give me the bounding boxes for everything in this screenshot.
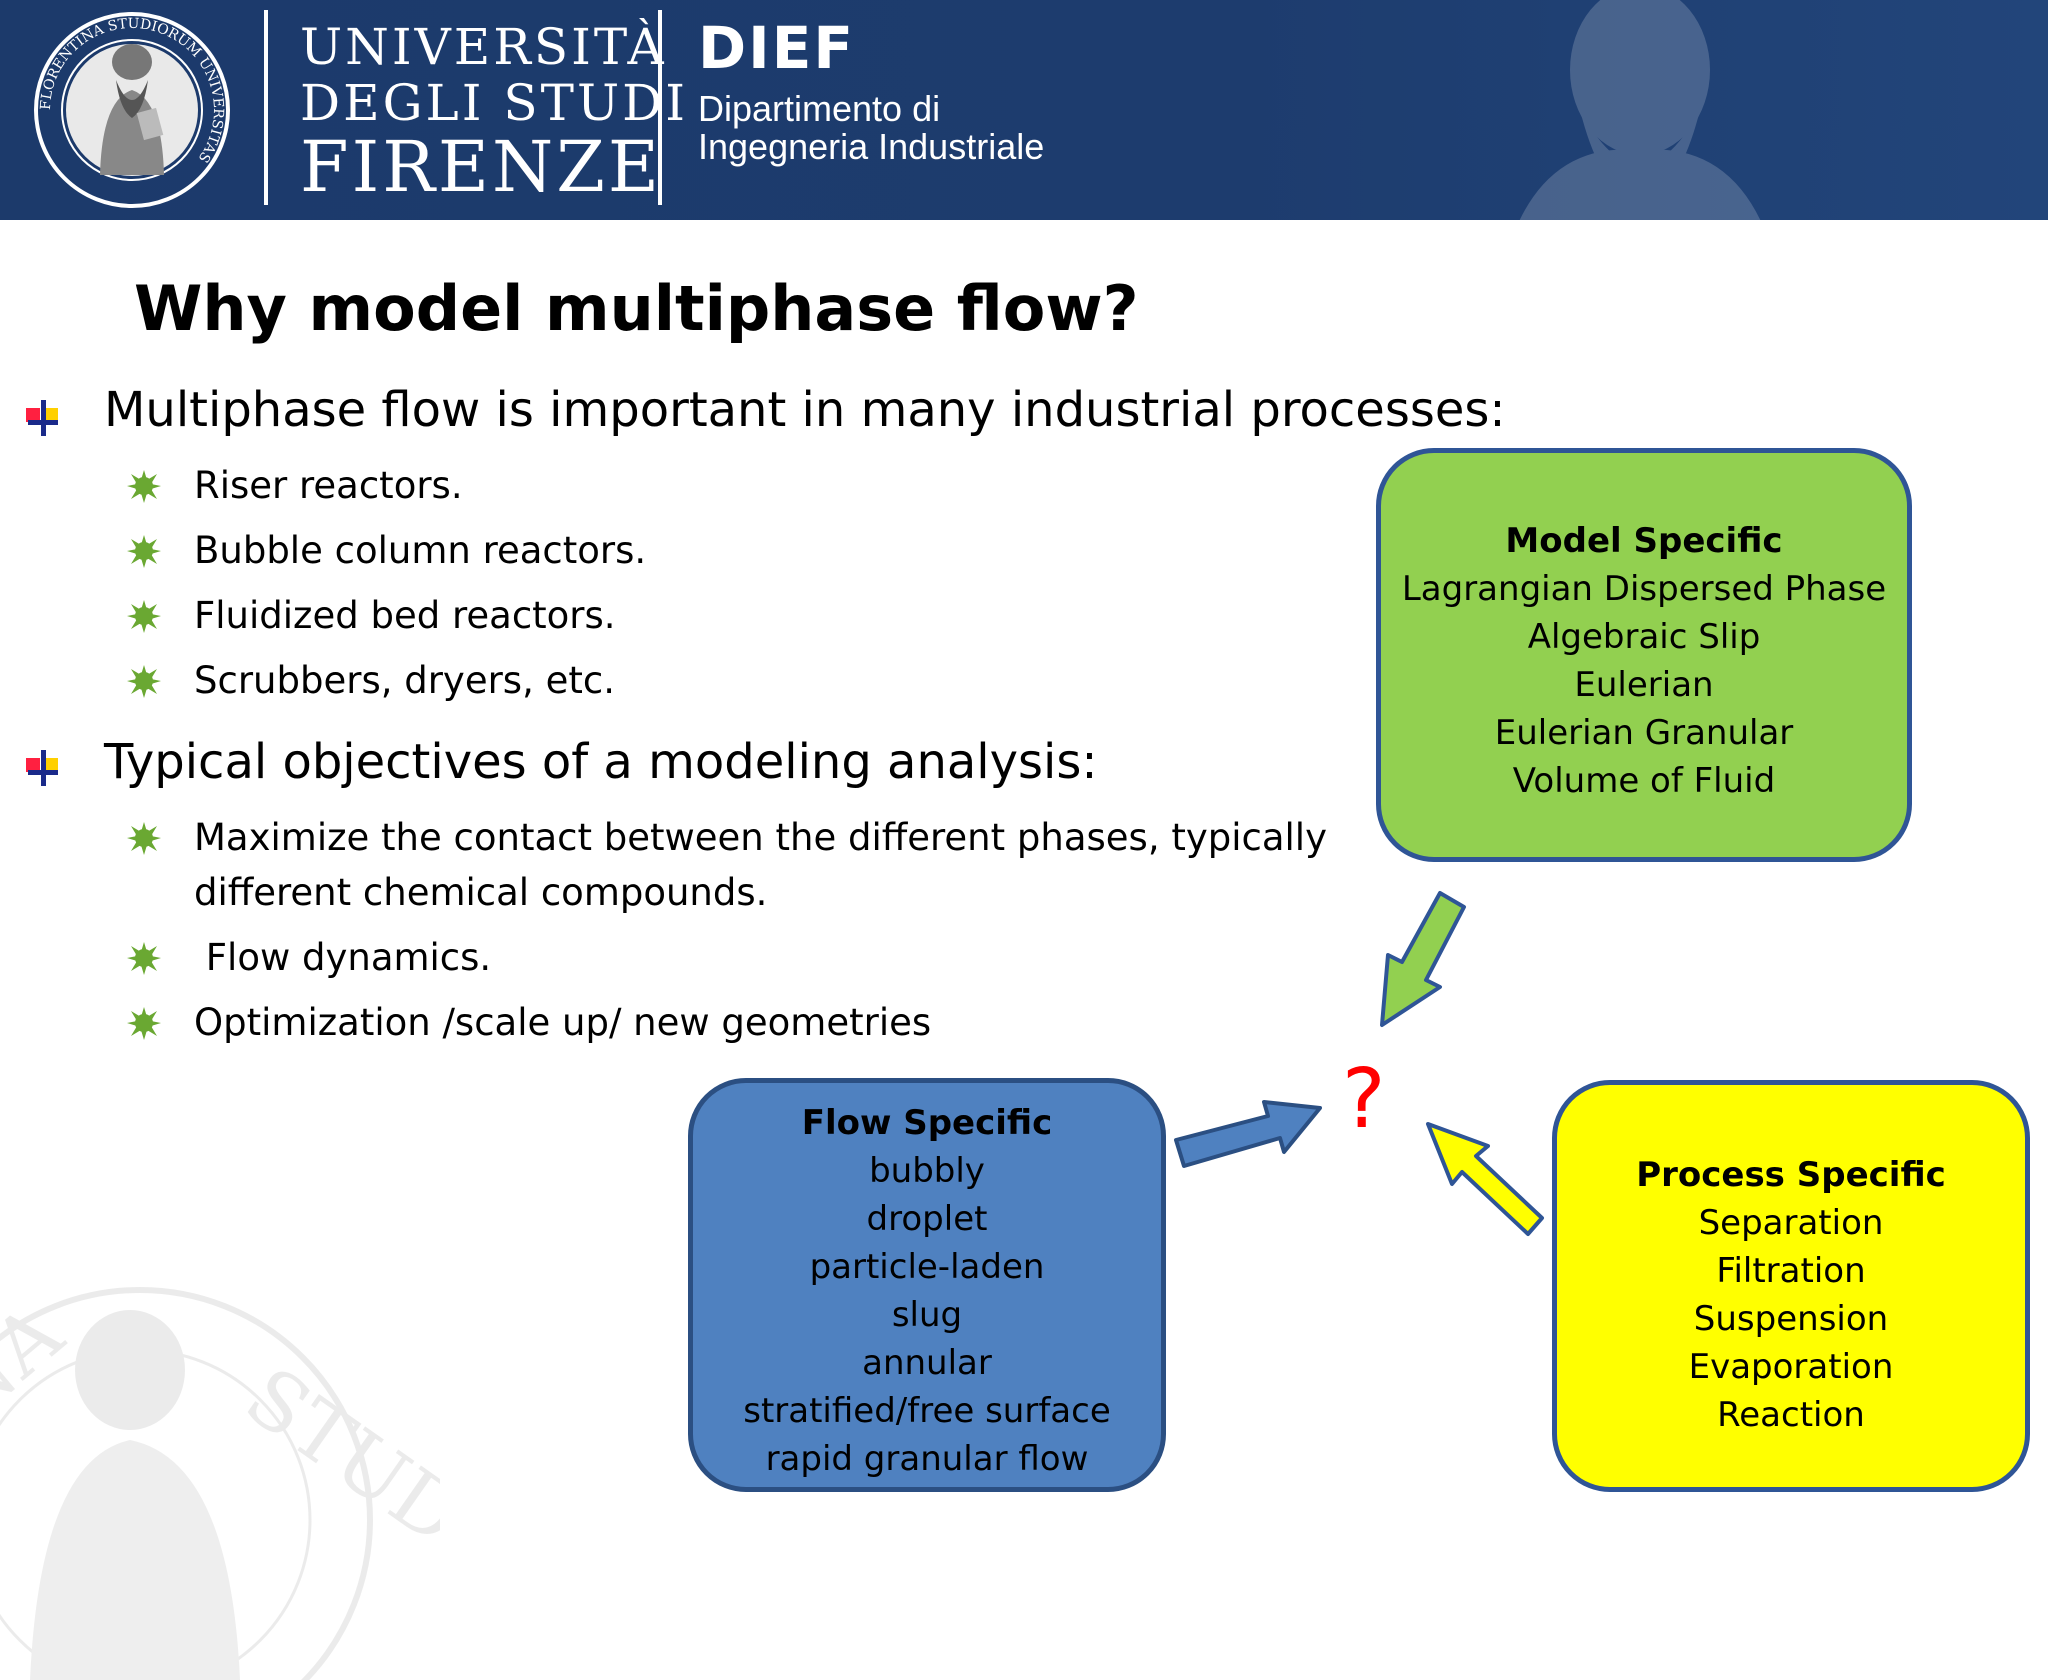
- question-mark: ?: [1342, 1052, 1386, 1147]
- sub-bullet-text: Optimization /scale up/ new geometries: [194, 1001, 932, 1044]
- slide-title: Why model multiphase flow?: [134, 272, 1139, 345]
- box-item: droplet: [866, 1199, 988, 1239]
- university-seal-icon: FLORENTINA STUDIORUM UNIVERSITAS: [34, 12, 230, 208]
- university-name-line-2: DEGLI STUDI: [300, 74, 688, 132]
- green-star-bullet-icon: [127, 535, 161, 568]
- department-acronym: DIEF: [698, 14, 855, 82]
- university-name-line-1: UNIVERSITÀ: [300, 18, 667, 76]
- box-item: Separation: [1698, 1203, 1884, 1243]
- department-name-line-2: Ingegneria Industriale: [698, 126, 1045, 167]
- box-item: stratified/free surface: [743, 1391, 1111, 1431]
- green-star-bullet-icon: [127, 1007, 161, 1040]
- box-item: Algebraic Slip: [1527, 617, 1761, 657]
- green-star-bullet-icon: [127, 470, 161, 503]
- box-item: bubbly: [869, 1151, 985, 1191]
- box-title: Model Specific: [1505, 521, 1783, 561]
- sub-bullet-text: Fluidized bed reactors.: [194, 594, 616, 637]
- box-item: slug: [891, 1295, 963, 1335]
- box-item: particle-laden: [809, 1247, 1045, 1287]
- box-item: annular: [862, 1343, 992, 1383]
- yellow-arrow-icon: [1426, 1122, 1544, 1236]
- header-divider: [264, 10, 268, 205]
- sub-bullet-text: Maximize the contact between the differe…: [194, 816, 1327, 859]
- box-item: Suspension: [1693, 1299, 1889, 1339]
- university-name-line-3: FIRENZE: [300, 126, 663, 208]
- sub-bullet-text: Flow dynamics.: [194, 936, 492, 979]
- sub-bullet-text-continuation: different chemical compounds.: [194, 871, 768, 914]
- box-item: Filtration: [1716, 1251, 1866, 1291]
- university-seal-watermark-icon: STUDIO NA: [0, 1286, 440, 1680]
- green-star-bullet-icon: [127, 665, 161, 698]
- bullet-text: Multiphase flow is important in many ind…: [104, 382, 1506, 438]
- svg-text:STUDIO: STUDIO: [229, 1349, 440, 1618]
- cross-bullet-icon: [26, 400, 58, 436]
- green-star-bullet-icon: [127, 822, 161, 855]
- box-item: Volume of Fluid: [1512, 761, 1776, 801]
- blue-arrow-icon: [1174, 1100, 1322, 1168]
- green-arrow-icon: [1380, 891, 1466, 1027]
- sub-bullet-text: Scrubbers, dryers, etc.: [194, 659, 615, 702]
- flow-specific-box: Flow Specific bubbly droplet particle-la…: [688, 1078, 1166, 1492]
- box-item: Evaporation: [1688, 1347, 1894, 1387]
- header-divider: [658, 10, 662, 205]
- green-star-bullet-icon: [127, 942, 161, 975]
- department-name-line-1: Dipartimento di: [698, 88, 941, 129]
- sub-bullet-text: Riser reactors.: [194, 464, 463, 507]
- svg-text:NA: NA: [0, 1286, 80, 1440]
- sub-bullet-text: Bubble column reactors.: [194, 529, 647, 572]
- green-star-bullet-icon: [127, 600, 161, 633]
- box-item: Eulerian: [1574, 665, 1714, 705]
- box-item: Eulerian Granular: [1494, 713, 1794, 753]
- box-title: Flow Specific: [801, 1103, 1053, 1143]
- bullet-text: Typical objectives of a modeling analysi…: [104, 734, 1098, 790]
- box-item: Reaction: [1717, 1395, 1865, 1435]
- process-specific-box: Process Specific Separation Filtration S…: [1552, 1080, 2030, 1492]
- box-item: Lagrangian Dispersed Phase: [1401, 569, 1887, 609]
- header-banner: FLORENTINA STUDIORUM UNIVERSITAS UNIVERS…: [0, 0, 2048, 220]
- model-specific-box: Model Specific Lagrangian Dispersed Phas…: [1376, 448, 1912, 862]
- cross-bullet-icon: [26, 750, 58, 786]
- box-title: Process Specific: [1636, 1155, 1946, 1195]
- statue-watermark-icon: [1519, 0, 1761, 220]
- box-item: rapid granular flow: [765, 1439, 1089, 1479]
